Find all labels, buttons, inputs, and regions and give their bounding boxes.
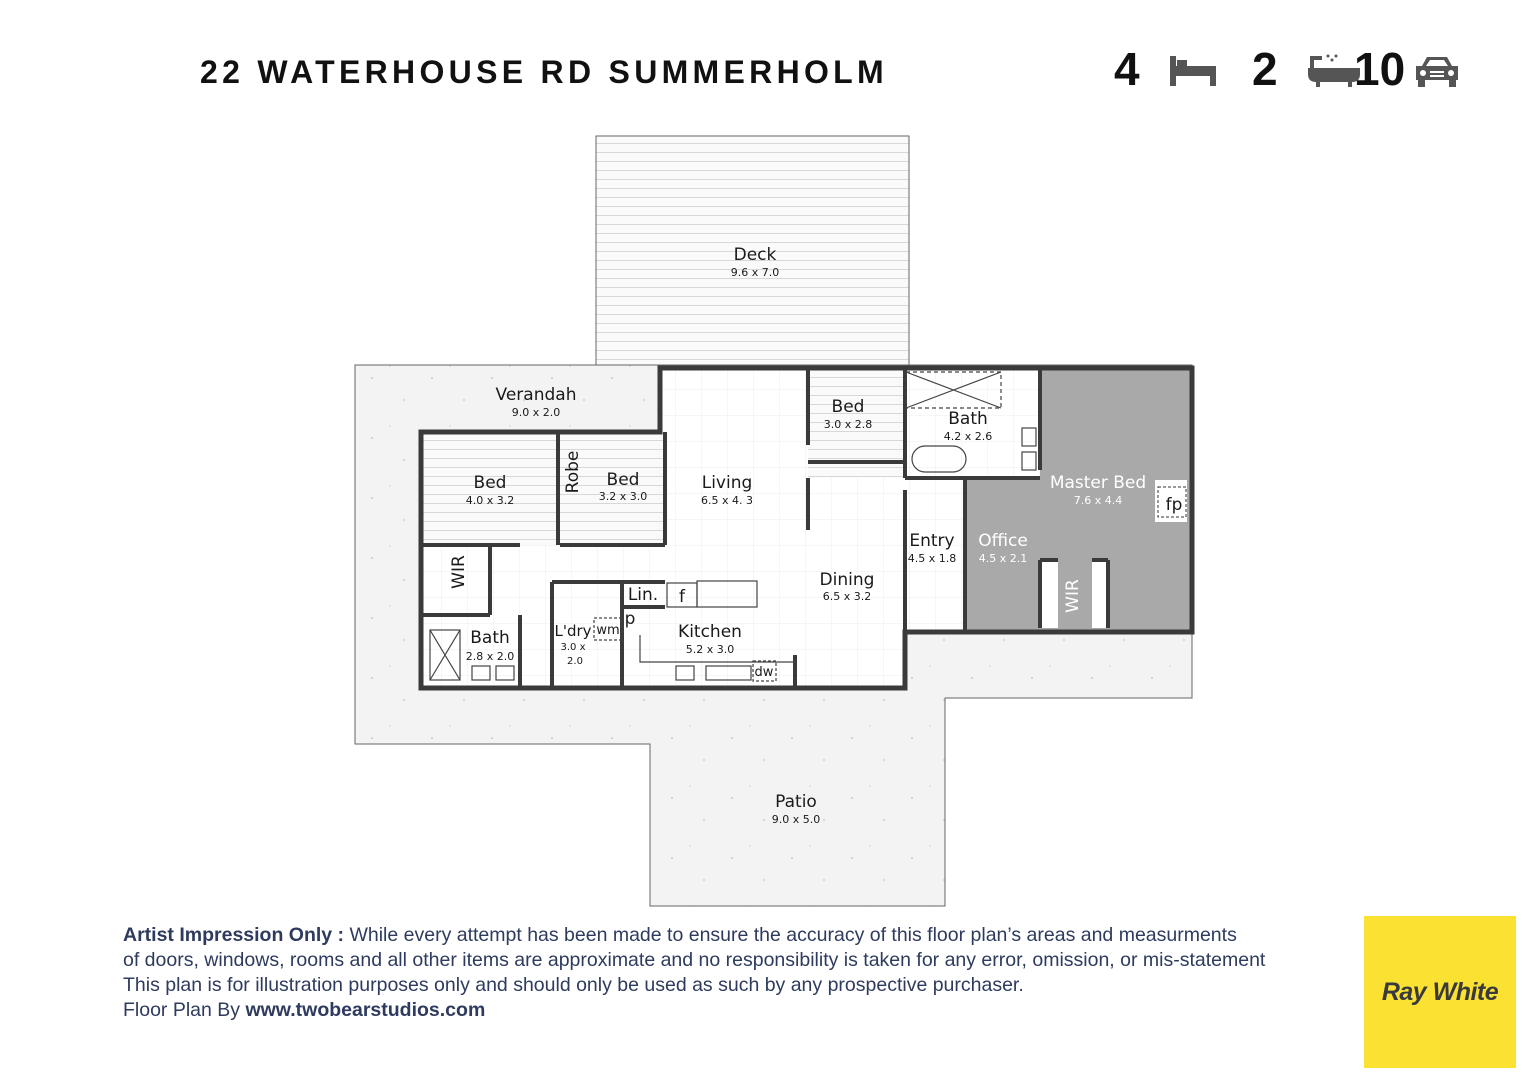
room-dims-kitchen: 5.2 x 3.0 xyxy=(686,643,735,656)
room-label-kitchen: Kitchen xyxy=(678,622,742,642)
car-icon xyxy=(1416,57,1458,87)
room-dims-entry: 4.5 x 1.8 xyxy=(908,552,957,565)
room-label-patio: Patio xyxy=(775,792,817,812)
credit-link[interactable]: www.twobearstudios.com xyxy=(245,999,486,1021)
disclaimer-label: Artist Impression Only : xyxy=(123,924,345,946)
disclaimer-line-3: This plan is for illustration purposes o… xyxy=(123,974,1024,996)
room-dims-dining: 6.5 x 3.2 xyxy=(823,590,872,603)
room-label-master: Master Bed xyxy=(1050,473,1146,493)
room-dims-laundry-2: 2.0 xyxy=(567,656,583,667)
room-label-office: Office xyxy=(978,531,1028,551)
room-dims-deck: 9.6 x 7.0 xyxy=(731,266,780,279)
room-dims-bed1: 4.0 x 3.2 xyxy=(466,494,515,507)
room-label-living: Living xyxy=(702,473,753,493)
room-dims-master: 7.6 x 4.4 xyxy=(1074,494,1123,507)
fixtures xyxy=(429,371,1037,682)
room-label-verandah: Verandah xyxy=(496,385,577,405)
deck-area xyxy=(595,135,910,366)
room-dims-laundry-1: 3.0 x xyxy=(561,642,586,653)
disclaimer-line-1: While every attempt has been made to ens… xyxy=(344,924,1237,946)
property-address: 22 WATERHOUSE RD SUMMERHOLM xyxy=(200,54,888,90)
room-dims-bath2: 2.8 x 2.0 xyxy=(466,650,515,663)
pantry-label: p xyxy=(625,609,636,629)
room-dims-office: 4.5 x 2.1 xyxy=(979,552,1028,565)
room-label-robe: Robe xyxy=(563,451,583,494)
interior-walls xyxy=(421,368,1110,688)
bedroom-count: 4 xyxy=(1114,43,1140,95)
dishwasher-label: dw xyxy=(755,665,774,680)
fireplace-label: fp xyxy=(1166,495,1183,515)
bed-icon xyxy=(1170,56,1216,86)
room-label-wir-bed: WIR xyxy=(449,555,469,589)
disclaimer: Artist Impression Only : While every att… xyxy=(123,923,1265,1023)
logo-text: Ray White xyxy=(1381,977,1499,1006)
ray-white-logo: Ray White xyxy=(1364,916,1516,1068)
room-label-bed3: Bed xyxy=(832,397,865,417)
room-label-bed2: Bed xyxy=(607,470,640,490)
room-dims-verandah: 9.0 x 2.0 xyxy=(512,406,561,419)
room-dims-bed2: 3.2 x 3.0 xyxy=(599,490,648,503)
room-dims-bath-main: 4.2 x 2.6 xyxy=(944,430,993,443)
room-dims-living: 6.5 x 4. 3 xyxy=(701,494,753,507)
office-floor xyxy=(965,478,1045,632)
bathroom-count: 2 xyxy=(1252,43,1278,95)
room-label-bath2: Bath xyxy=(470,628,510,648)
floor-plan: Deck 9.6 x 7.0 Verandah 9.0 x 2.0 Bed 4.… xyxy=(354,135,1195,907)
room-label-wir-master: WIR xyxy=(1063,579,1083,613)
room-label-bath-main: Bath xyxy=(948,409,988,429)
room-label-deck: Deck xyxy=(734,245,777,265)
room-label-laundry: L'dry xyxy=(554,622,591,640)
washing-machine-label: wm xyxy=(596,623,619,638)
credit-label: Floor Plan By xyxy=(123,999,246,1021)
room-dims-bed3: 3.0 x 2.8 xyxy=(824,418,873,431)
fridge-label: f xyxy=(679,587,686,607)
room-label-bed1: Bed xyxy=(474,473,507,493)
disclaimer-line-2: of doors, windows, rooms and all other i… xyxy=(123,949,1266,971)
room-label-dining: Dining xyxy=(820,570,875,590)
exterior-walls xyxy=(418,365,1195,691)
room-label-entry: Entry xyxy=(909,531,954,551)
car-space-count: 10 xyxy=(1354,43,1406,95)
bathtub-icon xyxy=(1308,54,1360,87)
room-dims-patio: 9.0 x 5.0 xyxy=(772,813,821,826)
room-label-linen: Lin. xyxy=(628,585,658,605)
